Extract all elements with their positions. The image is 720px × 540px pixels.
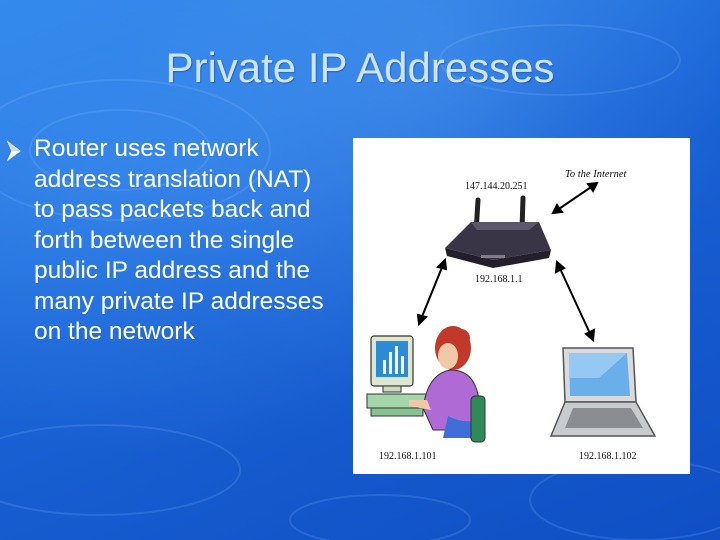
- router-laptop-arrow: [556, 261, 594, 341]
- person-at-computer-icon: [366, 326, 486, 443]
- router-ip-label: 192.168.1.1: [475, 274, 523, 285]
- diagram-drawing: [366, 181, 657, 443]
- router-icon: [445, 195, 551, 268]
- nat-network-diagram: To the Internet 147.144.20.251 192.168.1…: [353, 138, 690, 474]
- bullet-text: Router uses network address translation …: [34, 135, 324, 345]
- laptop-ip-label: 192.168.1.102: [579, 451, 637, 462]
- arrow-bullet-icon: [6, 140, 21, 162]
- laptop-icon: [549, 347, 657, 437]
- public-ip-label: 147.144.20.251: [465, 181, 528, 192]
- slide-title: Private IP Addresses: [165, 44, 555, 91]
- internet-label: To the Internet: [565, 169, 627, 180]
- router-desktop-arrow: [418, 259, 446, 325]
- desktop-ip-label: 192.168.1.101: [379, 451, 437, 462]
- connection-arrows: [416, 181, 599, 343]
